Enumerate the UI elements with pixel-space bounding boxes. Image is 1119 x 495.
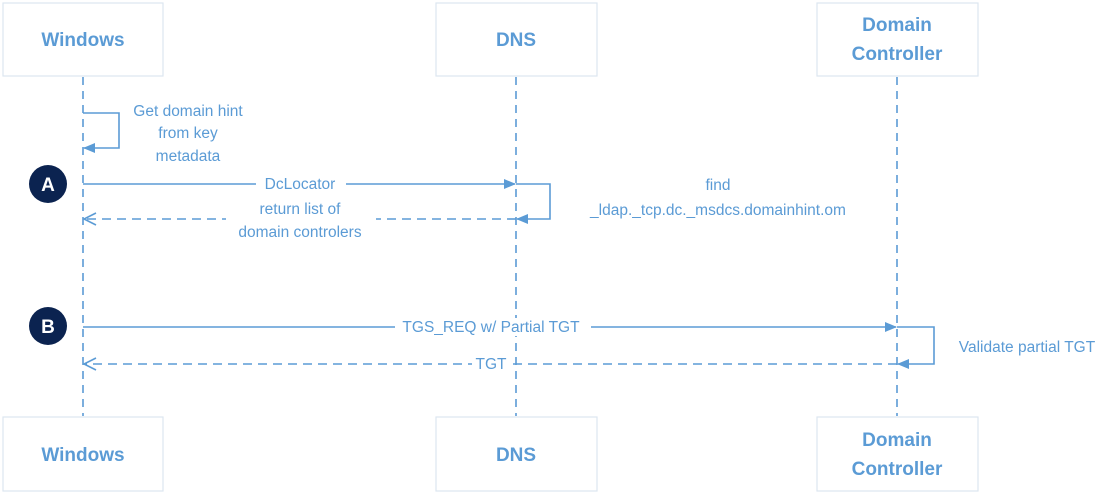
badge-b: B — [29, 307, 67, 345]
self-message-arrow-windows — [83, 112, 120, 153]
dc-title-line2: Controller — [852, 44, 943, 65]
dns-title: DNS — [496, 30, 536, 51]
self-message-line1: Get domain hint — [133, 103, 243, 120]
self-message-arrow-dns — [516, 183, 551, 224]
tgt-label: TGT — [476, 356, 508, 373]
self-message-arrow-dc — [897, 326, 935, 369]
find-label-line1: find — [706, 177, 731, 194]
self-message-line3: metadata — [156, 148, 221, 165]
dclocator-label-bg — [256, 175, 346, 193]
participant-windows-top: Windows — [2, 2, 164, 77]
participant-dns-bottom: DNS — [435, 416, 598, 492]
dclocator-label: DcLocator — [265, 176, 336, 193]
tgt-label-bg — [472, 355, 512, 373]
return-list-label-line1: return list of — [260, 201, 342, 218]
dns-title: DNS — [496, 445, 536, 466]
tgs-req-label-bg — [395, 318, 591, 336]
dc-title-line1: Domain — [862, 15, 932, 36]
badge-b-label: B — [41, 317, 55, 338]
badge-a-label: A — [41, 175, 55, 196]
badge-a: A — [29, 165, 67, 203]
windows-title: Windows — [41, 30, 124, 51]
self-message-line2: from key — [158, 125, 218, 142]
participant-dns-top: DNS — [435, 2, 598, 77]
dc-title-line1: Domain — [862, 430, 932, 451]
validate-label: Validate partial TGT — [959, 339, 1096, 356]
participant-windows-bottom: Windows — [2, 416, 164, 492]
dc-title-line2: Controller — [852, 459, 943, 480]
participant-dc-top: Domain Controller — [816, 2, 979, 77]
return-list-label-bg — [226, 199, 376, 241]
windows-title: Windows — [41, 445, 124, 466]
find-label-line2: _ldap._tcp.dc._msdcs.domainhint.om — [589, 202, 846, 219]
participant-dc-bottom: Domain Controller — [816, 416, 979, 492]
return-list-label-line2: domain controlers — [238, 224, 361, 241]
tgs-req-label: TGS_REQ w/ Partial TGT — [402, 319, 580, 336]
self-message-label: Get domain hint from key metadata — [133, 103, 243, 165]
